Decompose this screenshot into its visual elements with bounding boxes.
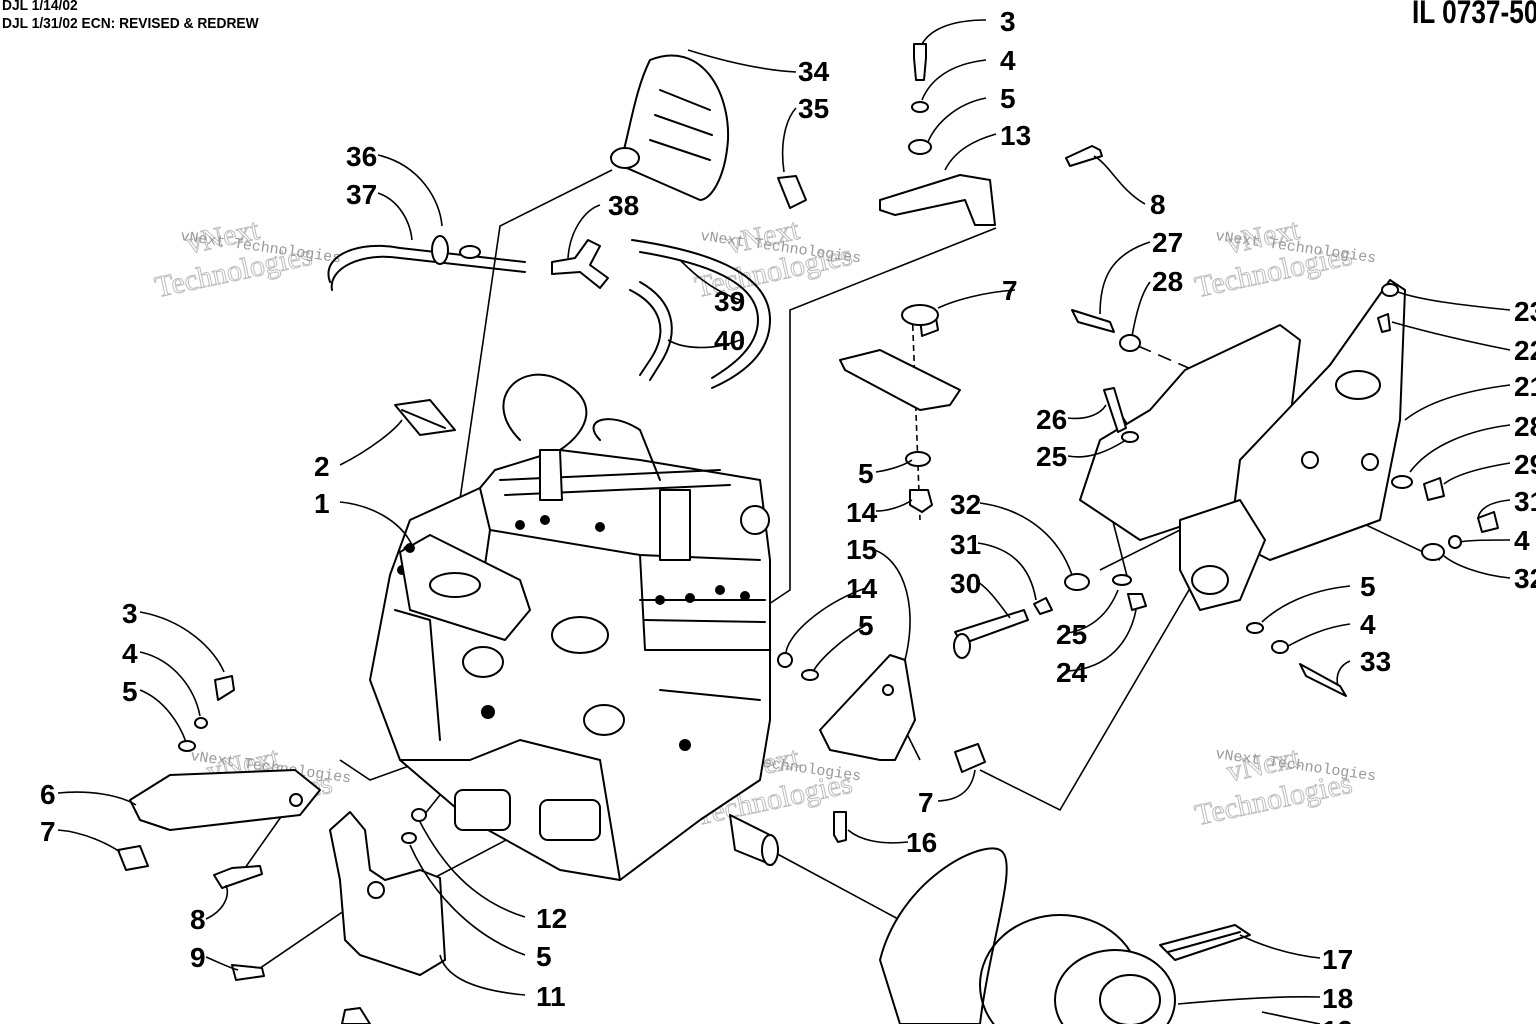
- callout-36: 36: [346, 141, 377, 172]
- callout-5: 5: [536, 941, 552, 972]
- callout-4: 4: [1514, 525, 1530, 556]
- callout-27: 27: [1152, 227, 1183, 258]
- callout-6: 6: [40, 779, 56, 810]
- callout-25: 25: [1056, 619, 1087, 650]
- callout-7: 7: [1002, 275, 1018, 306]
- revision-note-2: DJL 1/31/02 ECN: REVISED & REDREW: [2, 15, 259, 32]
- callout-5: 5: [122, 676, 138, 707]
- callout-32: 32: [950, 489, 981, 520]
- intake-manifold-part-1: [399, 534, 531, 641]
- revision-note-1: DJL 1/14/02: [2, 0, 78, 14]
- hose-assembly: [327, 235, 771, 389]
- clip-part-35: [777, 175, 807, 209]
- decal-part-2: [394, 399, 456, 436]
- callout-37: 37: [346, 179, 377, 210]
- callout-34: 34: [798, 56, 830, 87]
- callout-8: 8: [190, 904, 206, 935]
- callout-38: 38: [608, 190, 639, 221]
- plate-part-21: [1079, 279, 1406, 611]
- callout-12: 12: [536, 903, 567, 934]
- callout-5: 5: [1000, 83, 1016, 114]
- upper-mount-hardware: [839, 43, 996, 513]
- callout-23: 23: [1514, 296, 1536, 327]
- callout-2: 2: [314, 451, 330, 482]
- drive-clutch: [879, 847, 1251, 1024]
- callout-33: 33: [1360, 646, 1391, 677]
- callout-13: 13: [1000, 120, 1031, 151]
- callout-14: 14: [846, 573, 878, 604]
- callout-29: 29: [1514, 449, 1536, 480]
- callout-7: 7: [918, 787, 934, 818]
- engine-block: [369, 373, 779, 881]
- callout-28: 28: [1514, 411, 1536, 442]
- callout-39: 39: [714, 286, 745, 317]
- bracket-part-15: [777, 652, 986, 843]
- bolt-part-8: [1065, 145, 1103, 167]
- illustration-number: IL 0737-50: [1412, 0, 1536, 30]
- callout-24: 24: [1056, 657, 1088, 688]
- callout-4: 4: [1000, 45, 1016, 76]
- callout-17: 17: [1322, 944, 1353, 975]
- callout-21: 21: [1514, 371, 1536, 402]
- right-hardware: [953, 283, 1499, 697]
- callout-19: 19: [1322, 1015, 1353, 1024]
- callout-16: 16: [906, 827, 937, 858]
- callout-1: 1: [314, 488, 330, 519]
- callout-4: 4: [1360, 609, 1376, 640]
- callout-8: 8: [1150, 189, 1166, 220]
- callout-14: 14: [846, 497, 878, 528]
- callout-40: 40: [714, 325, 745, 356]
- callout-32: 32: [1514, 563, 1536, 594]
- bracket-part-11: [329, 808, 446, 1024]
- callout-31: 31: [950, 529, 981, 560]
- callout-22: 22: [1514, 335, 1536, 366]
- callout-labels: 3 4 5 13 34 35 36 37 38 8 27 28 23 22 21…: [40, 6, 1536, 1024]
- callout-30: 30: [950, 568, 981, 599]
- bracket-part-34: [610, 54, 730, 201]
- callout-4: 4: [122, 638, 138, 669]
- callout-3: 3: [1000, 6, 1016, 37]
- callout-5: 5: [1360, 571, 1376, 602]
- callout-35: 35: [798, 93, 829, 124]
- callout-15: 15: [846, 534, 877, 565]
- callout-11: 11: [536, 981, 566, 1012]
- callout-5: 5: [858, 458, 874, 489]
- callout-9: 9: [190, 942, 206, 973]
- callout-31: 31: [1514, 486, 1536, 517]
- leader-lines: [57, 19, 1511, 1024]
- callout-5: 5: [858, 610, 874, 641]
- mount-plate-part-6: [117, 675, 321, 981]
- callout-7: 7: [40, 816, 56, 847]
- callout-26: 26: [1036, 404, 1067, 435]
- callout-18: 18: [1322, 983, 1353, 1014]
- callout-28: 28: [1152, 266, 1183, 297]
- callout-3: 3: [122, 598, 138, 629]
- callout-25: 25: [1036, 441, 1067, 472]
